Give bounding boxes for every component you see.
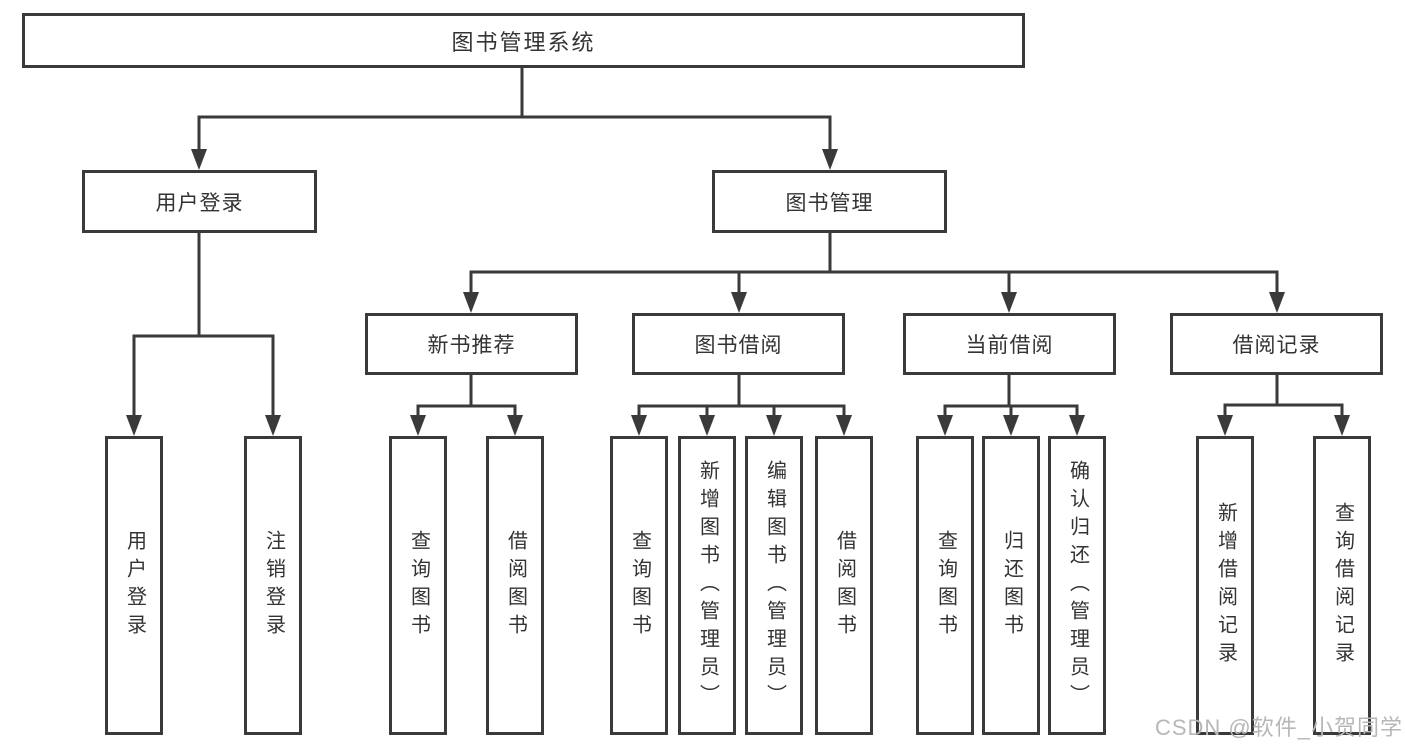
leaf-nb-query-books: 查询图书 — [389, 436, 447, 735]
leaf-bb-borrow-books: 借阅图书 — [815, 436, 873, 735]
node-root: 图书管理系统 — [22, 13, 1025, 68]
node-borrowing-records-label: 借阅记录 — [1232, 334, 1321, 357]
leaf-bb-query-books: 查询图书 — [610, 436, 668, 735]
connector-user-login-to-leaves — [126, 233, 281, 436]
node-borrowing-records: 借阅记录 — [1170, 313, 1383, 375]
node-book-management-label: 图书管理 — [785, 191, 874, 215]
leaf-br-query-record: 查询借阅记录 — [1313, 436, 1371, 735]
connector-current-borrowing-to-leaves — [937, 375, 1085, 436]
node-current-borrowing-label: 当前借阅 — [965, 334, 1054, 357]
connector-new-book-recommend-to-leaves — [410, 375, 523, 436]
node-root-label: 图书管理系统 — [451, 29, 596, 55]
leaf-user-login: 用户登录 — [105, 436, 163, 735]
connector-book-borrowing-to-leaves — [631, 375, 852, 436]
leaf-bb-edit-books-admin: 编辑图书（管理员） — [745, 436, 803, 735]
leaf-logout-login: 注销登录 — [244, 436, 302, 735]
connector-book-management-to-level3 — [463, 233, 1285, 313]
connector-borrowing-records-to-leaves — [1217, 375, 1350, 436]
leaf-cb-query-books: 查询图书 — [916, 436, 974, 735]
node-book-management: 图书管理 — [712, 170, 947, 233]
node-book-borrowing: 图书借阅 — [632, 313, 845, 375]
leaf-br-add-record: 新增借阅记录 — [1196, 436, 1254, 735]
leaf-cb-confirm-return-admin: 确认归还（管理员） — [1048, 436, 1106, 735]
leaf-bb-add-books-admin: 新增图书（管理员） — [678, 436, 736, 735]
leaf-cb-return-books: 归还图书 — [982, 436, 1040, 735]
node-current-borrowing: 当前借阅 — [903, 313, 1116, 375]
leaf-nb-borrow-books: 借阅图书 — [486, 436, 544, 735]
node-book-borrowing-label: 图书借阅 — [694, 334, 783, 357]
connector-root-to-level2 — [191, 68, 838, 170]
watermark: CSDN @软件_小贺同学 — [1154, 715, 1403, 740]
node-new-book-recommend: 新书推荐 — [365, 313, 578, 375]
node-new-book-recommend-label: 新书推荐 — [427, 334, 516, 357]
node-user-login-label: 用户登录 — [155, 191, 244, 215]
node-user-login: 用户登录 — [82, 170, 317, 233]
